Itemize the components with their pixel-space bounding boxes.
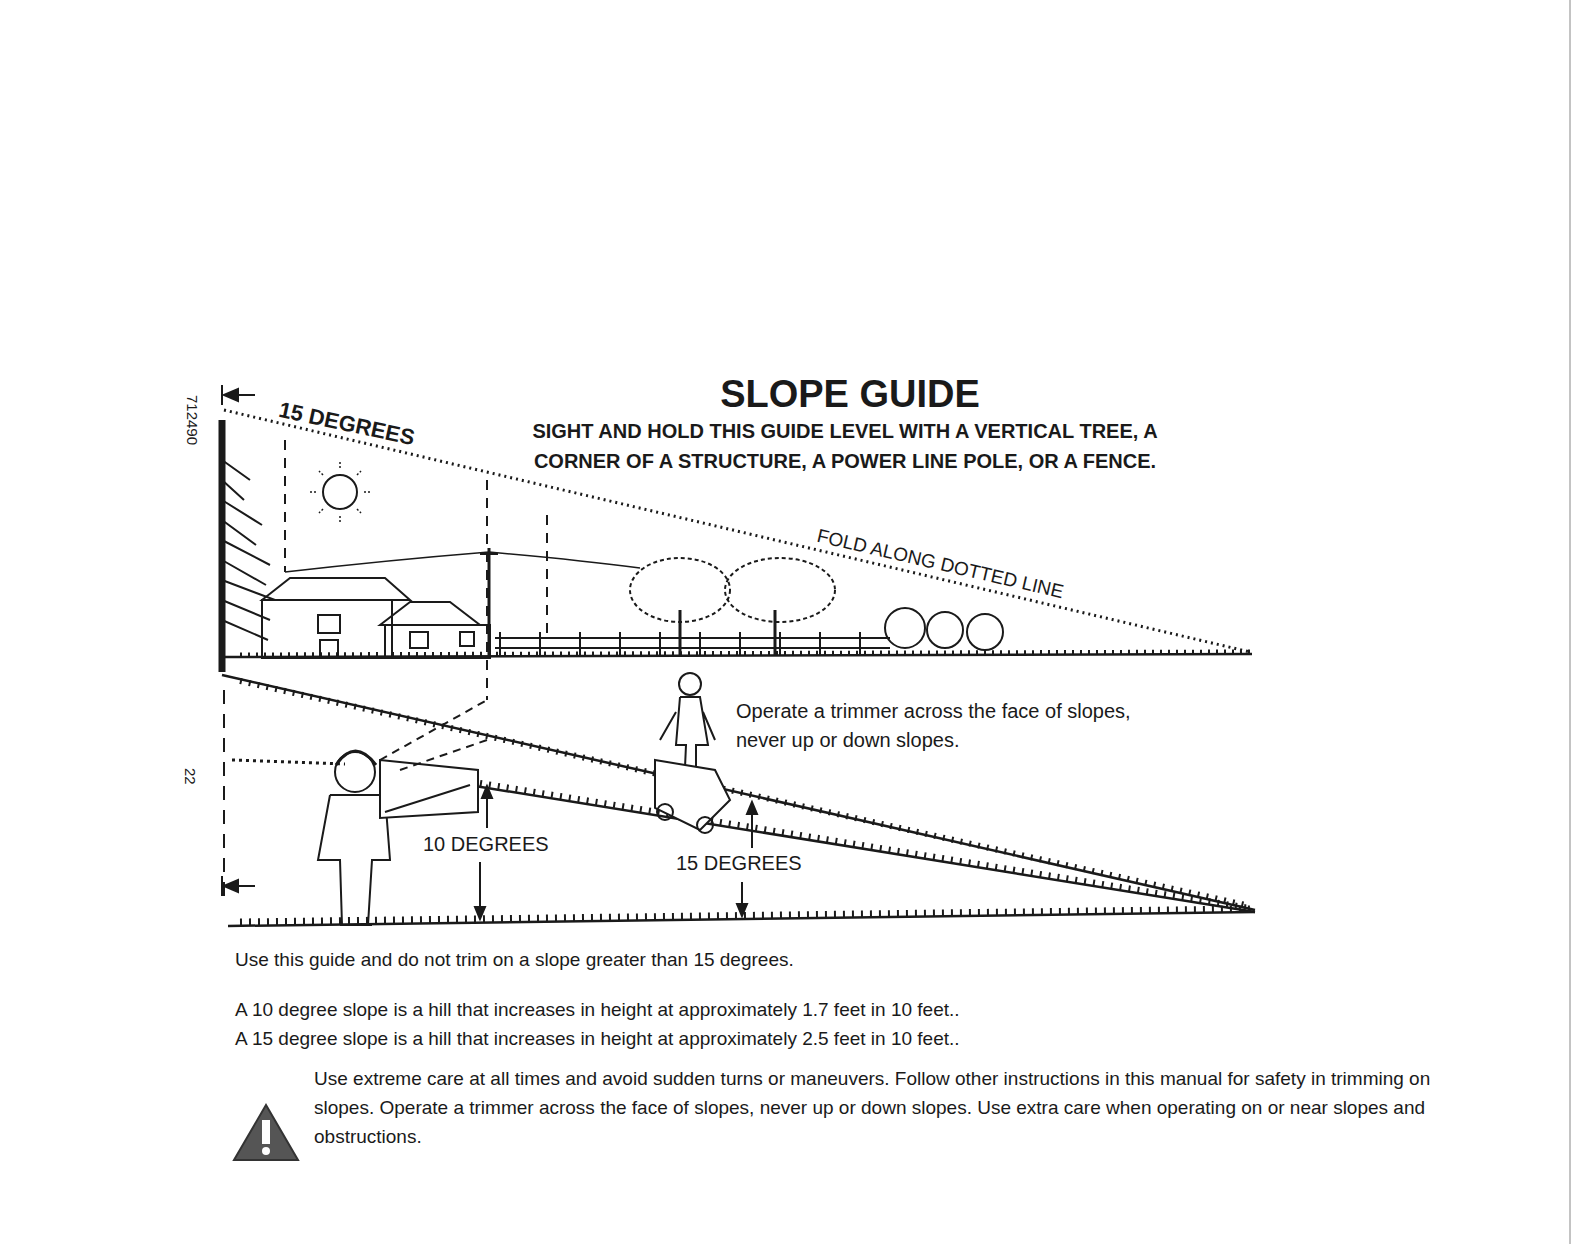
grass (240, 681, 1250, 906)
helmet (336, 751, 376, 765)
window (320, 640, 338, 658)
bush (927, 612, 963, 648)
house-roof (380, 602, 480, 625)
fold-line (224, 410, 1250, 652)
sight-line (486, 480, 488, 700)
operator-head (679, 673, 701, 695)
warning-mark (262, 1120, 270, 1144)
title: SLOPE GUIDE (560, 370, 1140, 419)
warning-triangle (234, 1105, 298, 1160)
warning-text: Use extreme care at all times and avoid … (314, 1064, 1444, 1151)
slope-10 (475, 786, 1255, 912)
person-head (335, 752, 375, 792)
slope-15 (222, 675, 1255, 910)
caution-note: Operate a trimmer across the face of slo… (736, 697, 1146, 755)
bush (885, 608, 925, 648)
sight-line (284, 440, 286, 572)
power-line (285, 552, 640, 572)
vertical-reference (223, 690, 225, 905)
house (262, 600, 392, 658)
note: Use this guide and do not trim on a slop… (235, 948, 794, 973)
angle-label: 15 DEGREES (676, 850, 802, 876)
instruction: SIGHT AND HOLD THIS GUIDE LEVEL WITH A V… (505, 416, 1185, 476)
wheel (697, 817, 713, 833)
house-roof (262, 578, 410, 600)
tree-trunk (219, 420, 226, 672)
fence (495, 647, 890, 649)
arrowhead (224, 389, 238, 401)
power-pole (488, 548, 491, 657)
arrowhead (737, 904, 747, 916)
bush (967, 614, 1003, 650)
page-number: 22 (181, 768, 201, 785)
arrowhead (224, 880, 238, 892)
wheel (657, 804, 673, 820)
window (460, 632, 474, 646)
fence (495, 637, 890, 639)
house (385, 625, 490, 658)
note: A 10 degree slope is a hill that increas… (235, 998, 960, 1023)
arrowhead (747, 802, 757, 814)
mower (655, 760, 730, 830)
warning-mark (262, 1147, 270, 1155)
sight-line (400, 740, 487, 770)
tree-trunk (680, 610, 775, 655)
tree-crown (725, 558, 835, 622)
grass (480, 783, 1250, 908)
sun (323, 475, 357, 509)
sun-rays (310, 462, 372, 522)
window (410, 632, 428, 648)
fold-instruction: FOLD ALONG DOTTED LINE (814, 524, 1065, 605)
page-code: 712490 (183, 395, 203, 445)
window (318, 615, 340, 633)
angle-label: 10 DEGREES (423, 831, 549, 857)
grass (232, 760, 345, 764)
tree-crown (630, 558, 730, 622)
tree-branches (222, 460, 275, 640)
sight-line (546, 515, 548, 640)
sight-line (380, 700, 487, 760)
angle-label: 15 DEGREES (276, 396, 417, 453)
page-edge (1570, 0, 1571, 1244)
note: A 15 degree slope is a hill that increas… (235, 1027, 960, 1052)
arrowhead (482, 786, 492, 798)
arrowhead (475, 907, 485, 919)
